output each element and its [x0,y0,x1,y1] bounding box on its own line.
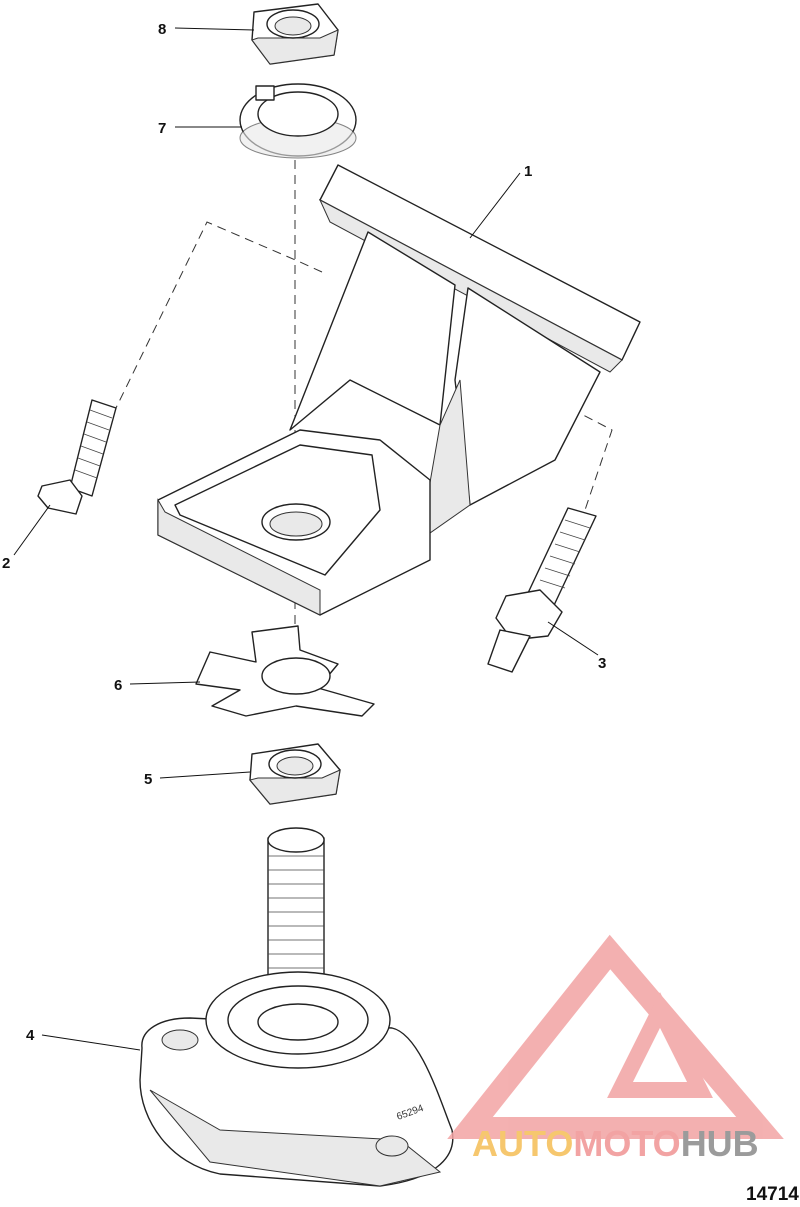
bolt-part-2 [37,399,117,515]
callout-3: 3 [598,655,606,672]
stud-part-3 [487,507,597,673]
callout-5: 5 [144,771,152,788]
figure-number: 14714 [746,1184,799,1205]
callout-6: 6 [114,677,122,694]
lock-washer [239,83,357,159]
tab-washer [195,625,375,717]
hex-nut-middle [249,743,341,805]
engine-mount-bracket [157,164,641,616]
callout-1: 1 [524,163,532,180]
callout-4: 4 [26,1027,35,1044]
automotohub-logo-mark [447,934,784,1139]
callout-8: 8 [158,21,166,38]
callout-2: 2 [2,555,10,572]
watermark-wordmark: AUTOMOTOHUB [472,1123,759,1164]
callout-7: 7 [158,120,166,137]
hex-nut-top [251,3,339,65]
rubber-mount [139,827,454,1187]
callout-leaders [13,27,599,1051]
